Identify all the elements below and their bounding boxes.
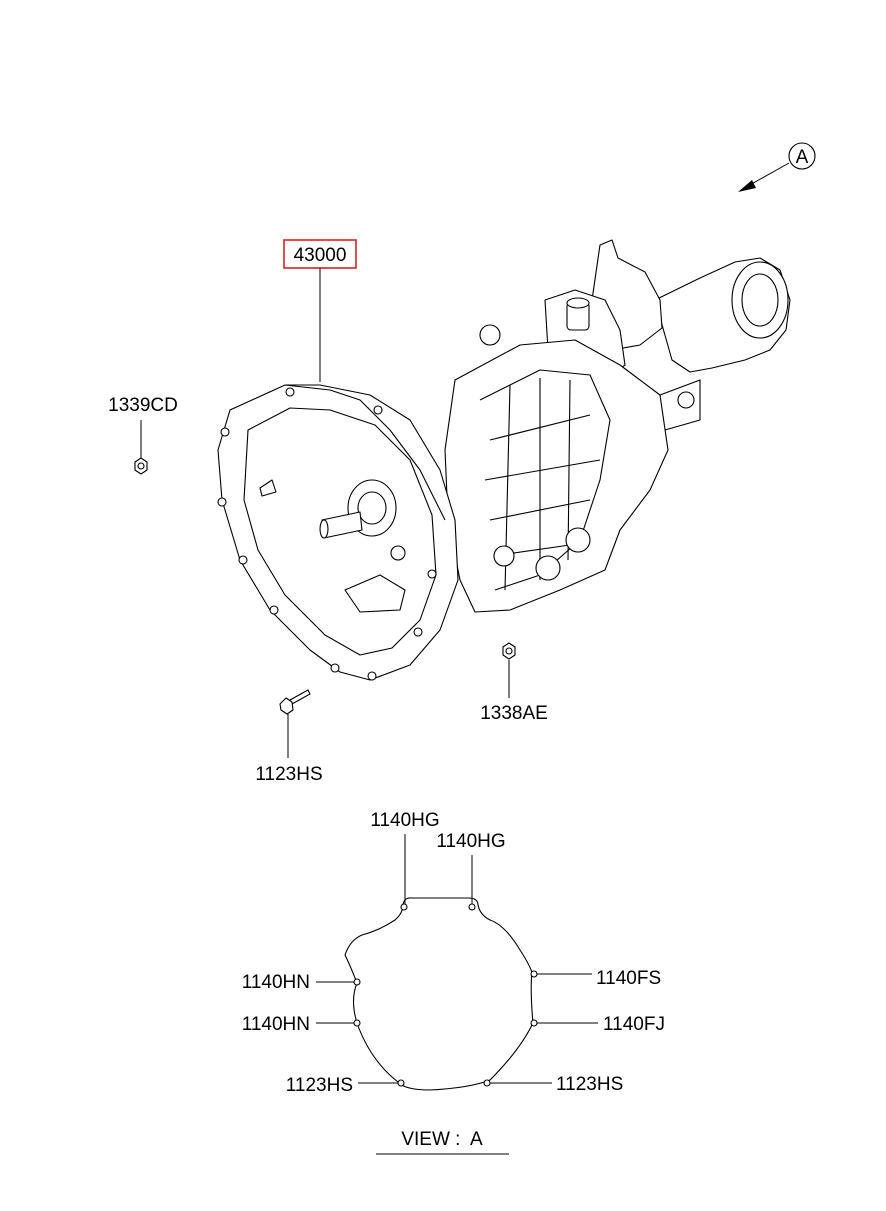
- bolt-shank: [289, 689, 311, 705]
- view-a-callout-top-left[interactable]: 1140HG: [370, 810, 440, 904]
- drain-plug: [535, 555, 561, 581]
- gasket-bolt-holes: [353, 903, 538, 1087]
- part-number-label: 1140HG: [370, 810, 439, 831]
- view-a-title: VIEW : A: [401, 1129, 483, 1150]
- part-number-label: 1338AE: [480, 703, 548, 724]
- view-a-callout-bottom-left[interactable]: 1123HS: [286, 1075, 398, 1096]
- bell-housing-flange: [284, 384, 446, 521]
- view-a-callout-top-right[interactable]: 1140HG: [436, 831, 506, 904]
- sensor-connector: [677, 391, 695, 409]
- part-number-label: 43000: [294, 245, 347, 266]
- callout-1338ae[interactable]: 1338AE: [480, 642, 548, 724]
- input-shaft-end: [319, 519, 329, 539]
- output-flange: [731, 261, 789, 339]
- callout-1123hs[interactable]: 1123HS: [255, 689, 323, 785]
- hex-nut-icon: [134, 457, 148, 475]
- part-number-label: 1140HN: [242, 972, 310, 993]
- bell-housing-bolt-holes: [217, 387, 437, 681]
- bell-housing-inner: [243, 407, 437, 656]
- part-number-label: 1140FJ: [603, 1014, 665, 1035]
- clutch-fork-window: [344, 574, 406, 613]
- case-boss: [565, 527, 591, 553]
- part-number-label: 1123HS: [255, 764, 322, 785]
- view-a-arrow-head-icon: [738, 180, 756, 192]
- callout-1339cd[interactable]: 1339CD: [108, 395, 178, 475]
- view-a-callout-bottom-right[interactable]: 1123HS: [490, 1074, 623, 1095]
- view-a-marker[interactable]: A: [738, 142, 816, 192]
- bell-housing-mark: [259, 479, 277, 497]
- view-a-callout-right-lower[interactable]: 1140FJ: [537, 1014, 665, 1035]
- callout-43000[interactable]: 43000: [283, 239, 357, 382]
- part-number-label: 1140HN: [242, 1014, 310, 1035]
- view-a-callout-right-upper[interactable]: 1140FS: [537, 968, 661, 989]
- view-a-arrow-shaft: [747, 162, 790, 187]
- view-a-section: 1140HG 1140HG 1140HN 1140HN 1140FS 1140F…: [242, 810, 665, 1155]
- view-a-marker-circle: [788, 142, 816, 170]
- view-a-callout-left-lower[interactable]: 1140HN: [242, 1014, 354, 1035]
- side-boss: [659, 379, 701, 431]
- lifting-eye: [479, 324, 501, 346]
- part-number-label: 1140HG: [436, 831, 505, 852]
- part-number-label: 1140FS: [596, 968, 661, 989]
- part-number-label: 1123HS: [556, 1074, 623, 1095]
- pivot-bolt: [390, 545, 406, 561]
- release-bearing: [357, 491, 387, 525]
- part-number-label: 1339CD: [108, 395, 178, 416]
- fill-plug: [493, 545, 515, 567]
- transmission-assembly-illustration[interactable]: [217, 239, 791, 681]
- breather-plug-top: [566, 297, 590, 309]
- view-a-callout-left-upper[interactable]: 1140HN: [242, 972, 354, 993]
- bolt-head-icon: [279, 697, 294, 715]
- view-a-marker-letter: A: [796, 147, 809, 168]
- part-number-label: 1123HS: [286, 1075, 353, 1096]
- gasket-outline: [344, 897, 534, 1091]
- hex-nut-icon: [502, 642, 516, 660]
- output-flange-inner: [741, 273, 779, 327]
